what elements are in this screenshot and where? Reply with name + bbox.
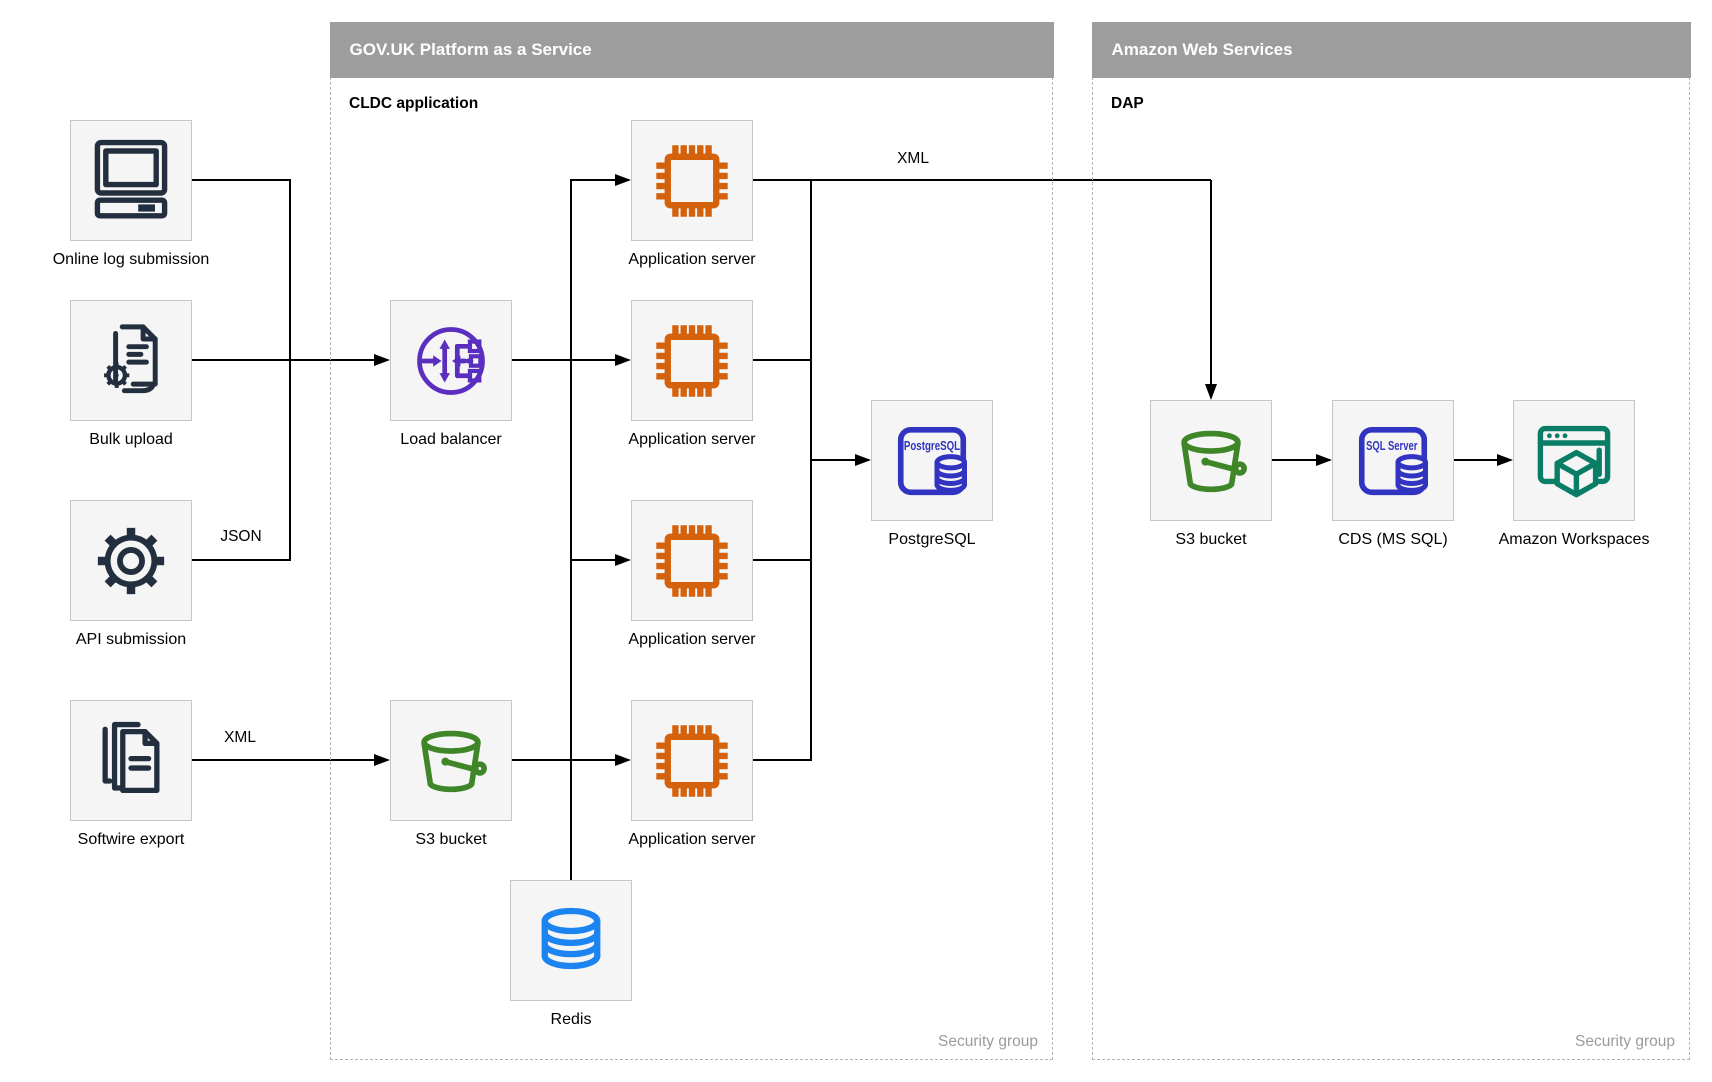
node-box xyxy=(70,300,192,421)
node-label: Amazon Workspaces xyxy=(1498,531,1650,548)
chip-icon xyxy=(656,324,728,397)
paas-header-bar: GOV.UK Platform as a Service xyxy=(329,21,1054,78)
gear-icon xyxy=(97,527,165,594)
aws-subtitle: DAP xyxy=(1111,95,1144,112)
node-box xyxy=(631,700,753,821)
load-balancer-icon xyxy=(417,326,485,395)
node-label: PostgreSQL xyxy=(888,531,976,548)
workspaces-window-icon xyxy=(1537,425,1611,497)
node-amazon-workspaces: Amazon Workspaces xyxy=(1499,400,1649,548)
edge-label-json: JSON xyxy=(220,528,262,545)
edge-label-xml-softwire: XML xyxy=(224,729,256,746)
node-box xyxy=(390,700,512,821)
edge-xml-to-aws xyxy=(752,179,1217,400)
node-s3-bucket-paas: S3 bucket xyxy=(390,700,512,848)
aws-header-bar: Amazon Web Services xyxy=(1091,21,1691,78)
chip-icon xyxy=(656,724,728,797)
s3-bucket-icon xyxy=(1181,430,1247,492)
document-gear-icon xyxy=(104,323,158,393)
node-label: Application server xyxy=(628,251,756,268)
node-online-log-submission: Online log submission xyxy=(53,120,209,268)
node-label: Redis xyxy=(550,1011,592,1028)
edge-label-xml-dap: XML xyxy=(897,150,929,167)
node-postgresql: PostgreSQL PostgreSQL xyxy=(871,400,993,548)
node-softwire-export: Softwire export xyxy=(70,700,192,848)
node-redis: Redis xyxy=(510,880,632,1028)
node-box xyxy=(390,300,512,421)
node-box xyxy=(631,120,753,241)
node-label: Application server xyxy=(628,831,756,848)
node-box: SQL Server xyxy=(1332,400,1454,521)
node-label: Application server xyxy=(628,431,756,448)
node-label: API submission xyxy=(75,631,187,648)
edges-app-servers-to-postgresql xyxy=(752,179,871,761)
paas-subtitle: CLDC application xyxy=(349,95,479,112)
node-app-server-3: Application server xyxy=(628,500,756,648)
node-app-server-2: Application server xyxy=(628,300,756,448)
node-label: Online log submission xyxy=(52,251,210,268)
node-label: Application server xyxy=(628,631,756,648)
node-label: CDS (MS SQL) xyxy=(1338,531,1448,548)
node-api-submission: API submission xyxy=(70,500,192,648)
document-stack-icon xyxy=(102,721,160,793)
node-bulk-upload: Bulk upload xyxy=(70,300,192,448)
node-app-server-1: Application server xyxy=(628,120,756,268)
paas-title: GOV.UK Platform as a Service xyxy=(349,39,592,59)
node-box xyxy=(70,120,192,241)
chip-icon xyxy=(656,144,728,217)
aws-title: Amazon Web Services xyxy=(1111,39,1293,59)
node-box: PostgreSQL xyxy=(871,400,993,521)
chip-icon xyxy=(656,524,728,597)
postgresql-icon-text: PostgreSQL xyxy=(904,437,960,452)
node-label: S3 bucket xyxy=(1175,531,1247,548)
node-label: S3 bucket xyxy=(415,831,487,848)
node-box xyxy=(70,700,192,821)
node-box xyxy=(1150,400,1272,521)
node-box xyxy=(631,300,753,421)
node-box xyxy=(510,880,632,1001)
postgresql-icon: PostgreSQL xyxy=(897,426,967,495)
sql-server-icon: SQL Server xyxy=(1358,426,1428,495)
aws-security-group-label: Security group xyxy=(1575,1033,1675,1050)
node-s3-bucket-aws: S3 bucket xyxy=(1150,400,1272,548)
paas-security-group: GOV.UK Platform as a Service CLDC applic… xyxy=(329,21,1054,1060)
node-label: Load balancer xyxy=(400,431,502,448)
paas-security-group-label: Security group xyxy=(938,1033,1038,1050)
s3-bucket-icon xyxy=(421,730,487,792)
computer-monitor-icon xyxy=(94,139,168,218)
node-box xyxy=(70,500,192,621)
aws-security-group: Amazon Web Services DAP Security group xyxy=(1091,21,1691,1060)
sql-server-icon-text: SQL Server xyxy=(1366,437,1417,452)
node-app-server-4: Application server xyxy=(628,700,756,848)
node-box xyxy=(631,500,753,621)
edges-inputs-to-loadbalancer xyxy=(192,179,390,561)
node-load-balancer: Load balancer xyxy=(390,300,512,448)
node-label: Softwire export xyxy=(77,831,185,848)
node-box xyxy=(1513,400,1635,521)
node-label: Bulk upload xyxy=(89,431,173,448)
database-cylinder-icon xyxy=(541,907,601,969)
node-cds-ms-sql: SQL Server CDS (MS SQL) xyxy=(1332,400,1454,548)
edges-spine-to-app-servers xyxy=(511,174,631,880)
